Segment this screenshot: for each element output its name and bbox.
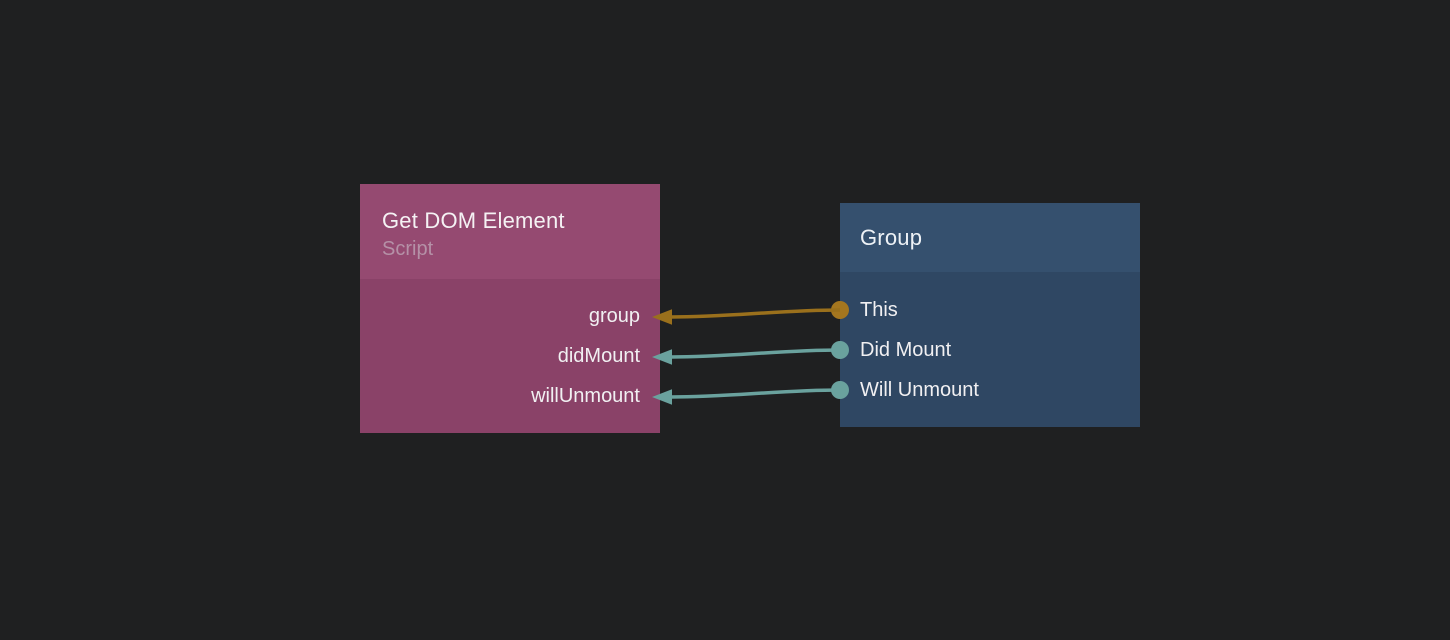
input-port-row-group[interactable]: group [360,296,660,336]
wire-this-to-group[interactable] [652,308,841,325]
node-get-dom-element-body: group didMount willUnmount [360,279,660,433]
node-get-dom-element[interactable]: Get DOM Element Script group didMount wi… [360,184,660,433]
wire-path[interactable] [670,388,841,399]
port-label-didmount: Did Mount [860,338,952,361]
node-title: Group [860,224,923,250]
node-group[interactable]: Group This Did Mount Will Unmount [831,203,1140,427]
input-port-row-didmount[interactable]: didMount [360,336,660,376]
wire-path[interactable] [670,348,841,359]
port-dot-didmount[interactable] [831,341,849,359]
wire-willunmount-to-willunmount[interactable] [652,388,841,405]
wire-path[interactable] [670,308,841,319]
node-subtitle: Script [382,238,434,260]
output-port-row-this[interactable]: This [831,290,1140,330]
wire-didmount-to-didmount[interactable] [652,348,841,365]
node-get-dom-element-header[interactable]: Get DOM Element Script [360,184,660,279]
port-label-this: This [860,298,898,321]
node-group-header[interactable]: Group [840,203,1140,272]
port-label-didmount: didMount [557,344,640,367]
port-dot-this[interactable] [831,301,849,319]
node-title: Get DOM Element [382,208,565,233]
port-label-group: group [588,304,640,327]
output-port-row-willunmount[interactable]: Will Unmount [831,370,1140,410]
port-dot-willunmount[interactable] [831,381,849,399]
port-label-willunmount: willUnmount [531,384,640,407]
input-port-row-willunmount[interactable]: willUnmount [360,376,660,416]
output-port-row-didmount[interactable]: Did Mount [831,330,1140,370]
port-label-willunmount: Will Unmount [860,378,979,401]
node-group-body: This Did Mount Will Unmount [831,272,1140,427]
